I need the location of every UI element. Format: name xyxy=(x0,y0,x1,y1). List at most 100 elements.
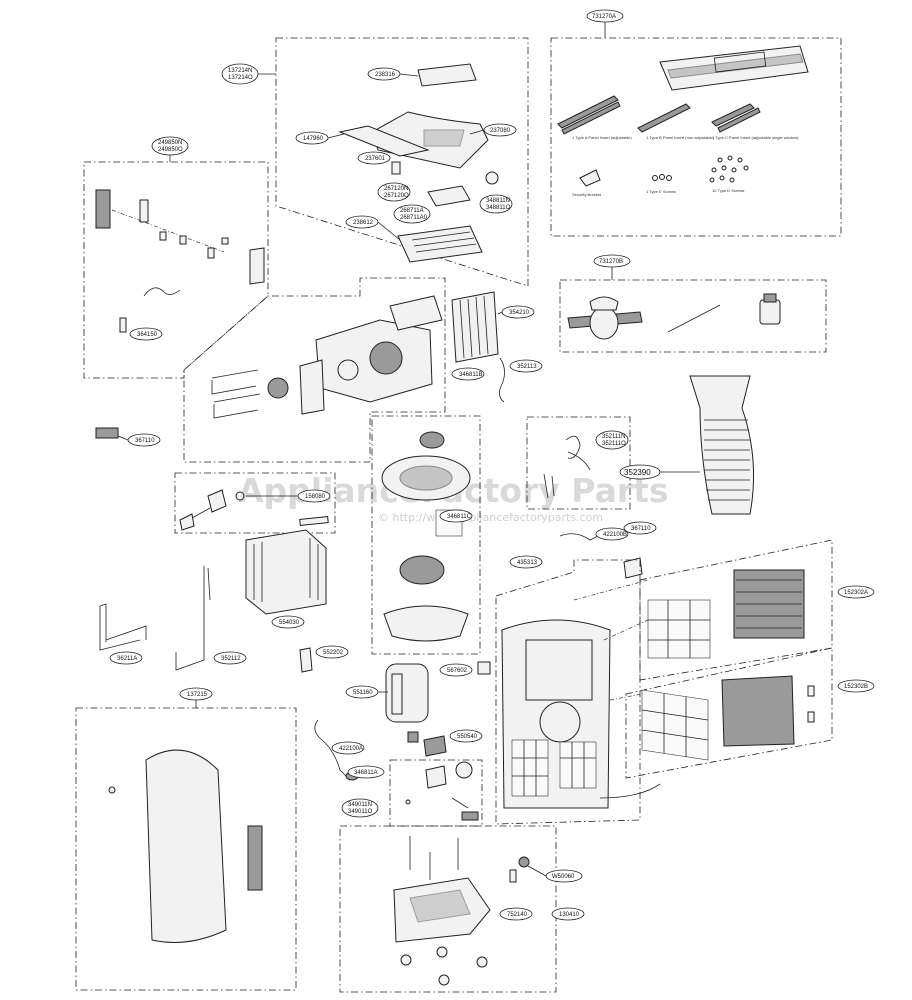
hose-ribs xyxy=(704,419,750,501)
label-435313: 435313 xyxy=(517,560,538,566)
rear-filter-right xyxy=(559,741,597,789)
condenser-group: 554030 xyxy=(245,516,329,629)
plug-part xyxy=(119,317,127,333)
grille-slats xyxy=(411,231,477,253)
condenser-coil-part xyxy=(245,529,327,615)
front-display-strip xyxy=(247,825,263,891)
mounting-rods-part xyxy=(211,369,261,419)
label-346811a: 346811A xyxy=(354,770,378,776)
blower-assembly-group: 346811C xyxy=(371,415,481,655)
blower-motor-part xyxy=(419,431,445,449)
label-731270a: 731270A xyxy=(592,14,616,20)
label-567602: 567602 xyxy=(447,668,468,674)
caption-screws-e: 1 Type E Screws xyxy=(646,189,676,194)
exhaust-hose-group: 352390 xyxy=(619,375,755,515)
tube-part xyxy=(499,357,505,403)
switch-part xyxy=(95,427,119,439)
switch-part-group: 367110 xyxy=(95,427,161,447)
label-364150: 364150 xyxy=(137,332,158,338)
evaporator-coil-part xyxy=(451,291,499,363)
caption-screws-d: 10 Type D Screws xyxy=(712,188,744,193)
label-551160: 551160 xyxy=(353,690,373,696)
side-panel-part xyxy=(249,247,265,285)
window-panel-part xyxy=(659,45,809,91)
screws-e xyxy=(652,174,672,181)
caption-type-b: 1 Type B Panel Insert (non adjustable) xyxy=(646,135,715,140)
filter-a-group: 152302A xyxy=(639,539,875,681)
label-158080: 158080 xyxy=(305,494,326,500)
label-552202: 552202 xyxy=(323,650,344,656)
bracket-group: 36211A 352112 xyxy=(99,566,247,671)
bracket-part xyxy=(139,199,149,223)
wire-part xyxy=(143,287,181,297)
motor-plate-part xyxy=(299,359,325,415)
coil-fins xyxy=(459,295,489,359)
leader-lines xyxy=(573,579,649,701)
capacitor-part xyxy=(477,661,491,675)
compressor-group: 552202 551160 567602 550540 422100A xyxy=(299,645,491,781)
label-752140: 752140 xyxy=(507,912,528,918)
label-36211a: 36211A xyxy=(117,656,137,662)
label-137215: 137215 xyxy=(187,692,208,698)
gear-part xyxy=(455,761,473,779)
harness-a-part xyxy=(314,719,351,781)
label-352113: 352113 xyxy=(517,364,537,370)
grille-part xyxy=(397,225,483,263)
label-367110b: 367110 xyxy=(631,526,651,532)
rear-outlet-part xyxy=(539,701,581,743)
accessory-kit-a: 731270A 1 Type A Panel Insert (adjustabl… xyxy=(550,9,842,237)
label-346811b: 346811B xyxy=(459,372,483,378)
sensor-housing-part xyxy=(207,489,227,513)
control-pcb-part xyxy=(95,189,111,229)
label-237601: 237601 xyxy=(365,156,386,162)
filter-b-grid xyxy=(641,693,709,757)
casters-top xyxy=(409,836,459,880)
filter-b-group: 152302B xyxy=(625,647,875,779)
label-147960: 147960 xyxy=(303,136,324,142)
display-cover-part xyxy=(417,63,477,87)
label-352390: 352390 xyxy=(624,468,651,477)
watermark-url: © http://www.appliancefactoryparts.com xyxy=(378,511,603,524)
caster-wheels xyxy=(400,946,488,986)
fan-housing-group: 354210 346811B 352113 xyxy=(183,277,543,463)
caption-type-c: 1 Type C Panel Insert (adjustable single… xyxy=(712,135,799,140)
filter-a-grid xyxy=(648,600,710,658)
motor-part xyxy=(267,377,289,399)
exhaust-hose-part xyxy=(689,375,755,515)
clip-part xyxy=(391,161,401,175)
caption-type-a: 1 Type A Panel Insert (adjustable) xyxy=(572,135,632,140)
label-554030: 554030 xyxy=(279,620,300,626)
label-152302a: 152302A xyxy=(844,590,868,596)
front-cabinet-part xyxy=(145,749,227,943)
blower-wheel-part xyxy=(369,341,403,375)
wire-harness-b-group: 422100B 367110 xyxy=(559,521,657,579)
blower-wheel-lower-part xyxy=(399,555,445,585)
plug-w50060-part xyxy=(518,856,530,868)
sensor-group: 158080 xyxy=(174,472,336,534)
label-346811c: 346811C xyxy=(447,514,472,520)
pcb-part xyxy=(427,185,471,207)
screws-d xyxy=(709,155,749,183)
harness-b-part xyxy=(559,533,599,541)
condenser-fins xyxy=(253,538,319,602)
blower-base-part xyxy=(383,605,469,642)
label-152302b: 152302B xyxy=(844,684,868,690)
valve-part xyxy=(299,647,313,673)
panel-insert-bars xyxy=(557,95,761,135)
hose-connector-part xyxy=(759,293,781,325)
caption-security-bracket: Security Bracket xyxy=(572,192,602,197)
bracket-36211a-part xyxy=(99,603,147,651)
base-pan-part xyxy=(393,877,491,943)
gear-motor-part xyxy=(425,765,447,789)
label-422100a: 422100A xyxy=(339,746,363,752)
label-238316: 238316 xyxy=(375,72,396,78)
label-354210: 354210 xyxy=(509,310,530,316)
filter-a-lines xyxy=(736,579,802,629)
label-130410: 130410 xyxy=(559,912,580,918)
